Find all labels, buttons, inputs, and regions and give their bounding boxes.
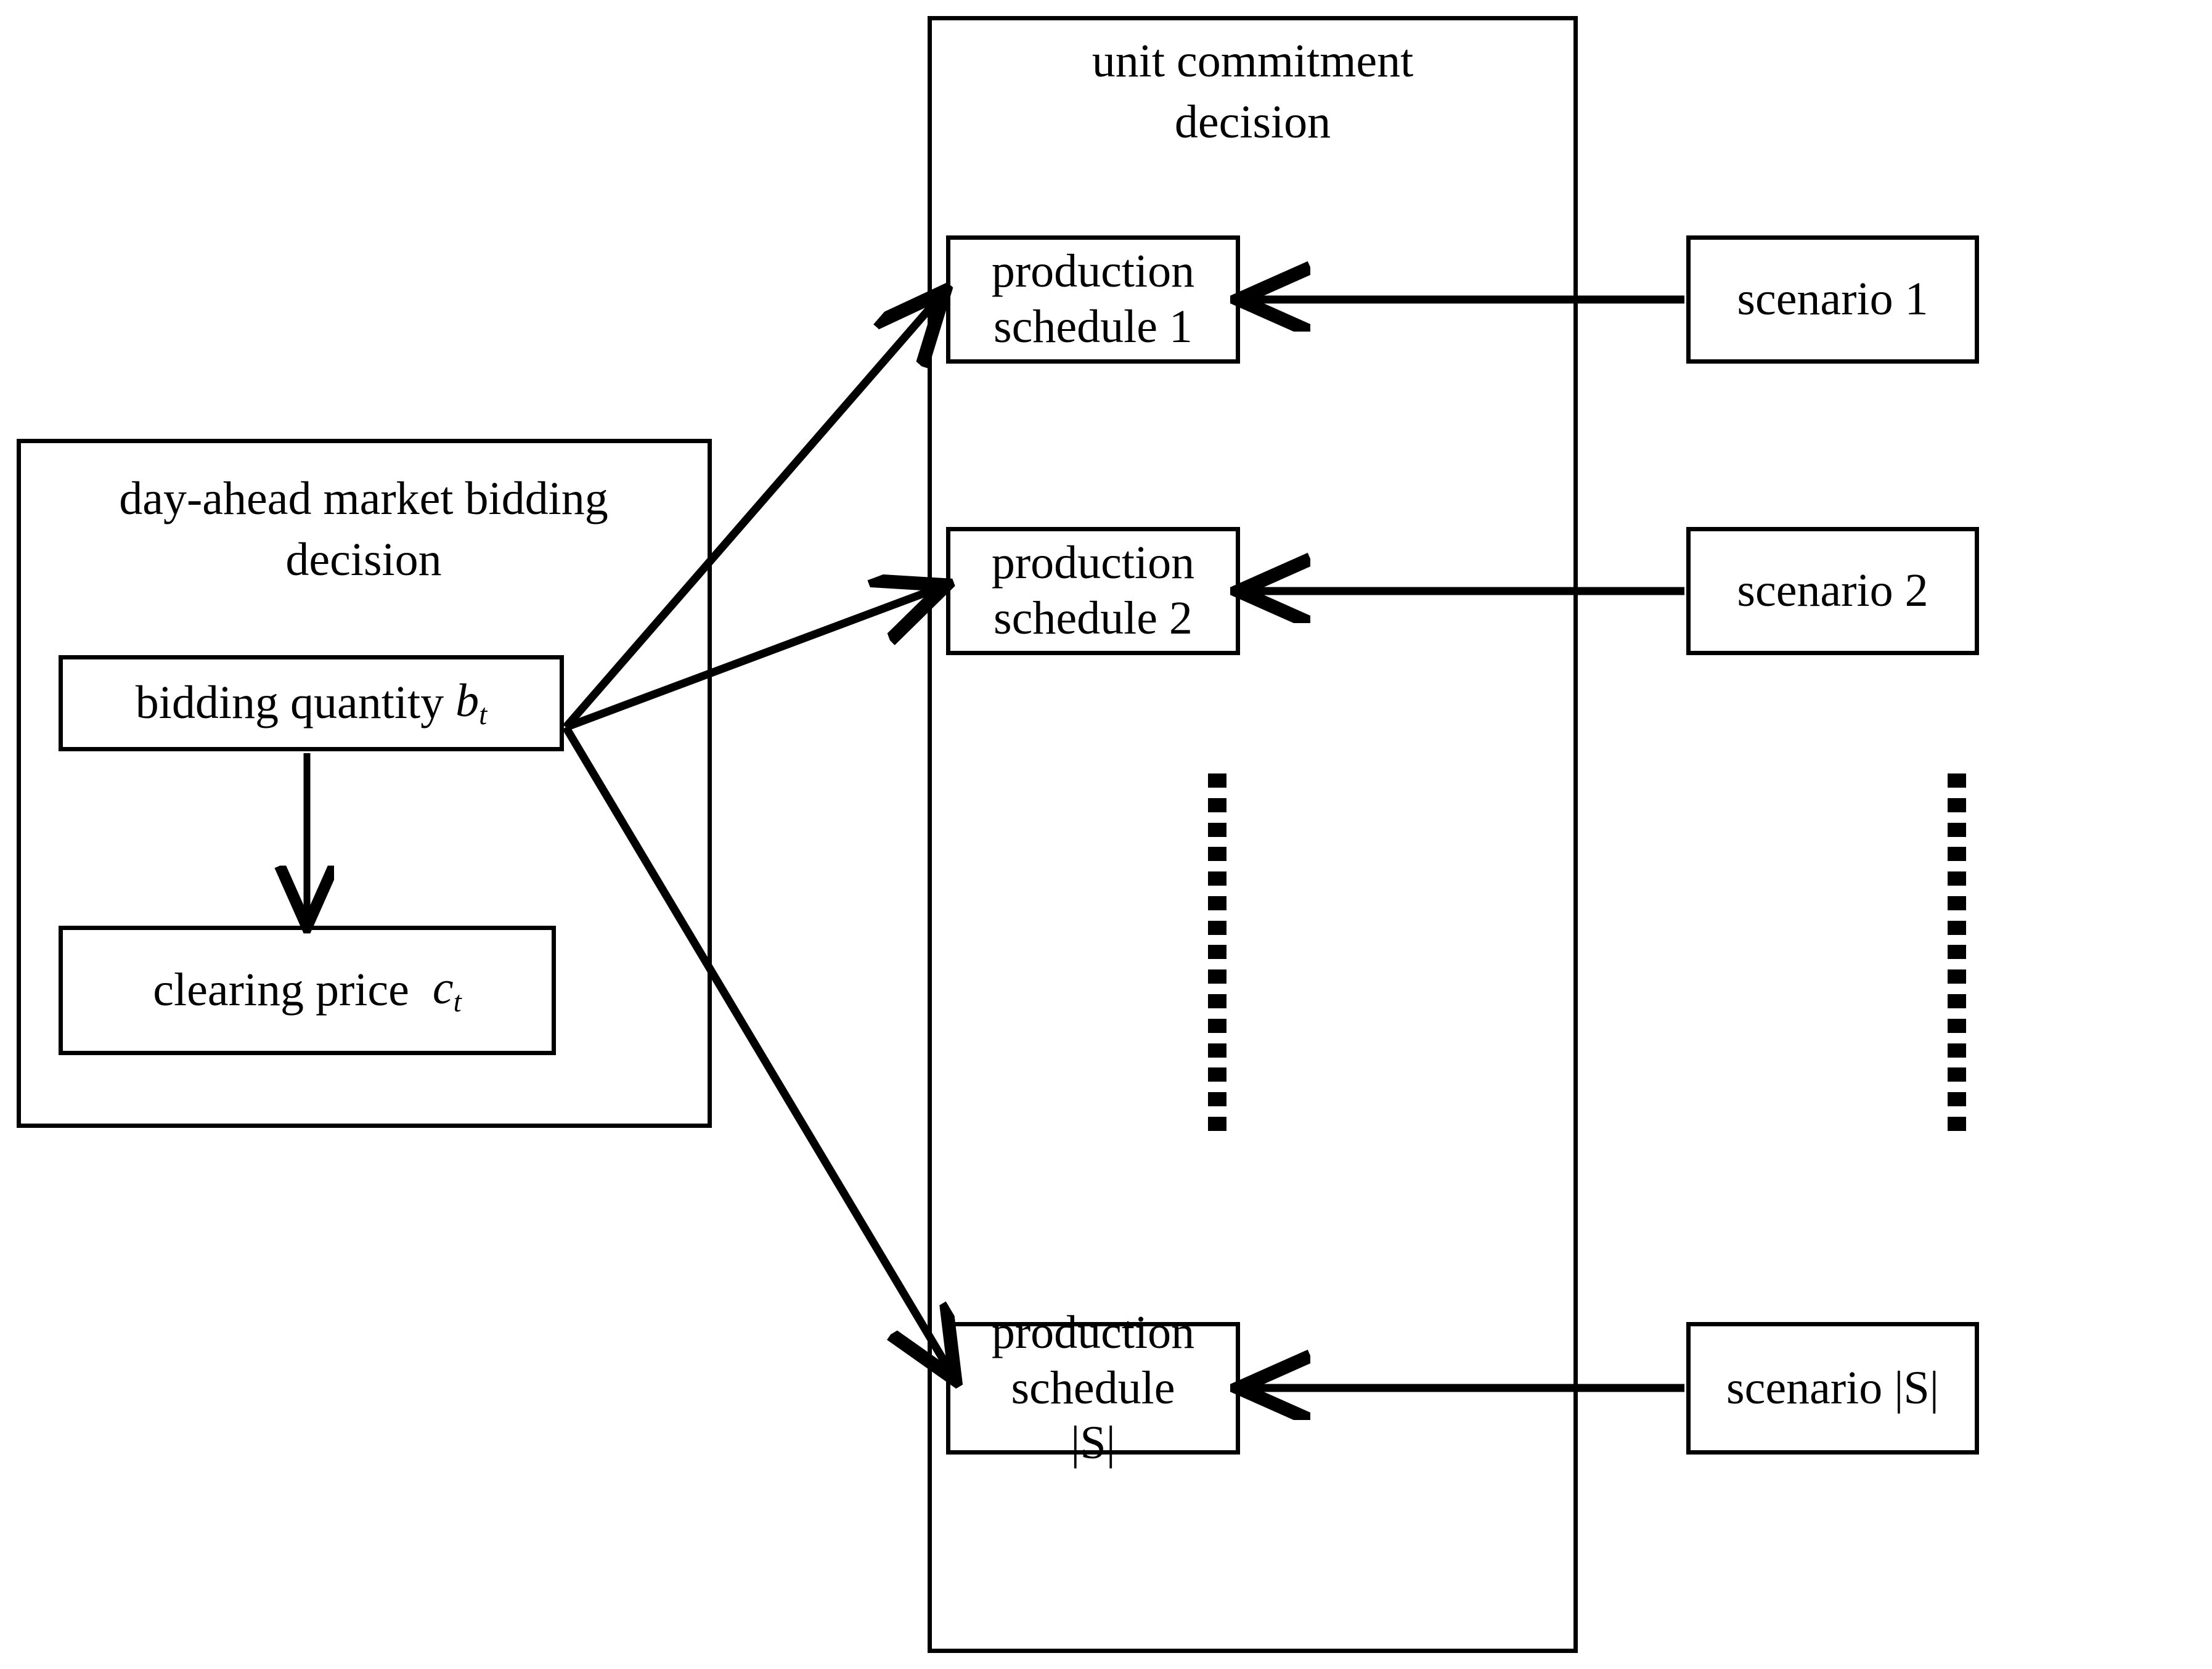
ellipsis-dot (1208, 1018, 1226, 1033)
ellipsis-dot (1208, 994, 1226, 1009)
ellipsis-dot (1948, 773, 1966, 788)
ellipsis-dot (1208, 798, 1226, 812)
ellipsis-dot (1948, 994, 1966, 1009)
ellipsis-dot (1948, 1018, 1966, 1033)
production-schedule-S-label: production schedule |S| (991, 1307, 1195, 1469)
ellipsis-dot (1208, 822, 1226, 837)
scenario-2-box[interactable]: scenario 2 (1686, 527, 1979, 655)
ellipsis-dot (1208, 945, 1226, 960)
scenario-2-label: scenario 2 (1737, 565, 1928, 617)
ellipsis-dot (1208, 920, 1226, 935)
production-schedule-ellipsis-icon (1208, 773, 1226, 1131)
clearing-price-label: clearing price (153, 964, 409, 1016)
clearing-price-symbol: ct (432, 962, 462, 1019)
production-schedule-2-label: production schedule 2 (991, 537, 1195, 644)
bidding-quantity-box[interactable]: bidding quantity bt (59, 655, 564, 751)
ellipsis-dot (1948, 920, 1966, 935)
ellipsis-dot (1208, 847, 1226, 862)
production-schedule-S-box[interactable]: production schedule |S| (946, 1307, 1240, 1469)
ellipsis-dot (1208, 896, 1226, 910)
scenario-1-box[interactable]: scenario 1 (1686, 235, 1979, 364)
day-ahead-market-group-title: day-ahead market bidding decision (119, 473, 608, 586)
production-schedule-2-box[interactable]: production schedule 2 (946, 527, 1240, 655)
ellipsis-dot (1208, 773, 1226, 788)
ellipsis-dot (1948, 847, 1966, 862)
ellipsis-dot (1948, 945, 1966, 960)
ellipsis-dot (1948, 896, 1966, 910)
ellipsis-dot (1208, 1116, 1226, 1131)
ellipsis-dot (1948, 798, 1966, 812)
ellipsis-dot (1948, 1092, 1966, 1107)
ellipsis-dot (1948, 871, 1966, 886)
ellipsis-dot (1208, 1092, 1226, 1107)
ellipsis-dot (1208, 1043, 1226, 1058)
scenario-1-label: scenario 1 (1737, 273, 1928, 325)
unit-commitment-group-title: unit commitment decision (1092, 35, 1414, 148)
bidding-quantity-symbol: bt (455, 675, 488, 732)
ellipsis-dot (1208, 969, 1226, 984)
scenario-S-box[interactable]: scenario |S| (1686, 1322, 1979, 1455)
scenario-S-label: scenario |S| (1726, 1361, 1939, 1414)
ellipsis-dot (1208, 871, 1226, 886)
scenario-ellipsis-icon (1948, 773, 1966, 1131)
ellipsis-dot (1208, 1067, 1226, 1082)
clearing-price-box[interactable]: clearing price ct (59, 926, 556, 1055)
ellipsis-dot (1948, 1116, 1966, 1131)
ellipsis-dot (1948, 1043, 1966, 1058)
ellipsis-dot (1948, 822, 1966, 837)
production-schedule-1-box[interactable]: production schedule 1 (946, 235, 1240, 364)
ellipsis-dot (1948, 1067, 1966, 1082)
production-schedule-1-label: production schedule 1 (991, 245, 1195, 353)
bidding-quantity-label: bidding quantity (135, 677, 444, 729)
ellipsis-dot (1948, 969, 1966, 984)
